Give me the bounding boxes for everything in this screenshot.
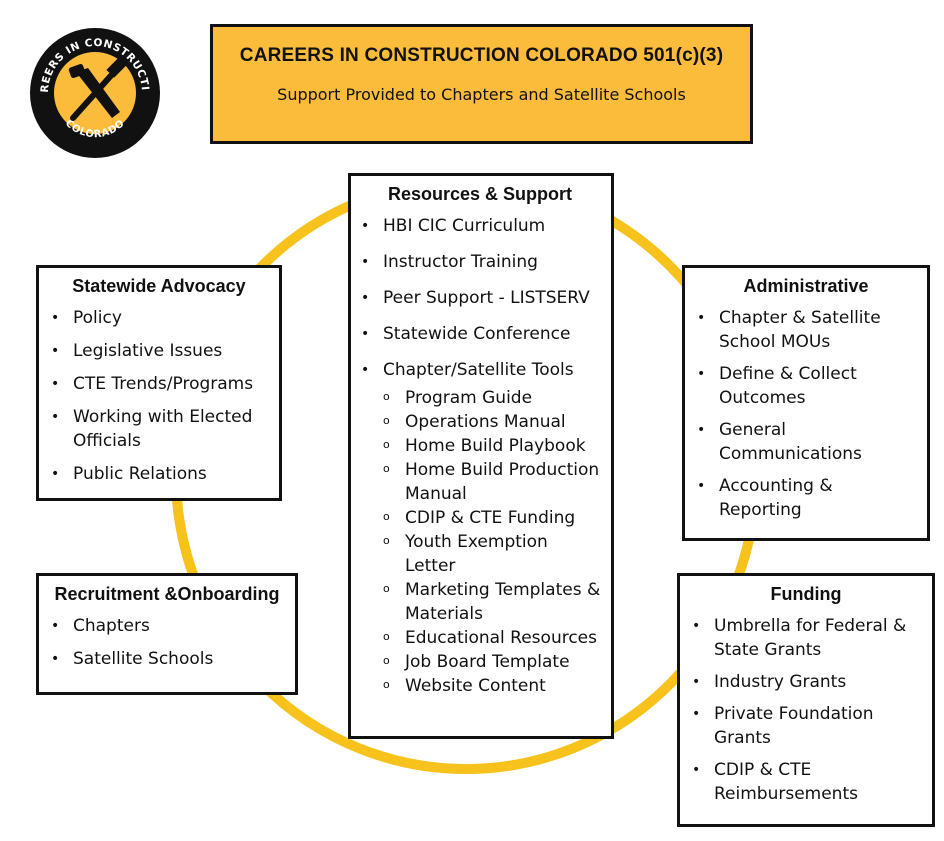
recruitment-onboarding-box: Recruitment &Onboarding Chapters Satelli… [36, 573, 298, 695]
resources-support-box: Resources & Support HBI CIC Curriculum I… [348, 173, 614, 739]
administrative-title: Administrative [743, 276, 869, 296]
sub-list-item: Home Build Playbook [383, 434, 601, 458]
funding-list: Umbrella for Federal & State Grants Indu… [690, 614, 922, 806]
recruitment-onboarding-list: Chapters Satellite Schools [49, 614, 285, 671]
list-item: Policy [49, 306, 269, 330]
list-item: Industry Grants [690, 670, 922, 694]
sub-list-item: CDIP & CTE Funding [383, 506, 601, 530]
list-item: Chapters [49, 614, 285, 638]
recruitment-onboarding-title: Recruitment &Onboarding [54, 584, 280, 604]
funding-box: Funding Umbrella for Federal & State Gra… [677, 573, 935, 827]
list-item: Statewide Conference [359, 322, 601, 346]
title-banner: CAREERS IN CONSTRUCTION COLORADO 501(c)(… [210, 24, 753, 144]
list-item: Peer Support - LISTSERV [359, 286, 601, 310]
list-item: Chapter/Satellite Tools Program Guide Op… [359, 358, 601, 698]
list-item: Chapter & Satellite School MOUs [695, 306, 917, 354]
resources-support-list: HBI CIC Curriculum Instructor Training P… [359, 214, 601, 698]
sub-list-item: Youth Exemption Letter [383, 530, 601, 578]
list-item: Accounting & Reporting [695, 474, 917, 522]
statewide-advocacy-list: Policy Legislative Issues CTE Trends/Pro… [49, 306, 269, 486]
resources-support-title: Resources & Support [387, 184, 573, 204]
list-item: CDIP & CTE Reimbursements [690, 758, 922, 806]
funding-title: Funding [770, 584, 842, 604]
page-subtitle: Support Provided to Chapters and Satelli… [277, 85, 686, 104]
list-item: Working with Elected Officials [49, 405, 269, 453]
administrative-box: Administrative Chapter & Satellite Schoo… [682, 265, 930, 541]
list-item: Private Foundation Grants [690, 702, 922, 750]
careers-in-construction-logo: CAREERS IN CONSTRUCTION COLORADO [28, 26, 160, 158]
hammer-saw-icon [68, 56, 128, 121]
list-item: Instructor Training [359, 250, 601, 274]
list-item: CTE Trends/Programs [49, 372, 269, 396]
sub-list-item: Job Board Template [383, 650, 601, 674]
statewide-advocacy-box: Statewide Advocacy Policy Legislative Is… [36, 265, 282, 501]
sub-list-item: Program Guide [383, 386, 601, 410]
list-item: Legislative Issues [49, 339, 269, 363]
sub-list-item: Marketing Templates & Materials [383, 578, 601, 626]
sub-list-item: Website Content [383, 674, 601, 698]
list-item: Umbrella for Federal & State Grants [690, 614, 922, 662]
list-item: Define & Collect Outcomes [695, 362, 917, 410]
page-title: CAREERS IN CONSTRUCTION COLORADO 501(c)(… [239, 45, 724, 66]
sub-list-item: Home Build Production Manual [383, 458, 601, 506]
sub-list-item: Educational Resources [383, 626, 601, 650]
list-item: Satellite Schools [49, 647, 285, 671]
list-item: Public Relations [49, 462, 269, 486]
statewide-advocacy-title: Statewide Advocacy [72, 276, 246, 296]
list-item: General Communications [695, 418, 917, 466]
sub-list-item: Operations Manual [383, 410, 601, 434]
chapter-satellite-tools-list: Program Guide Operations Manual Home Bui… [383, 386, 601, 698]
list-item: HBI CIC Curriculum [359, 214, 601, 238]
chapter-satellite-tools-label: Chapter/Satellite Tools [383, 359, 574, 380]
administrative-list: Chapter & Satellite School MOUs Define &… [695, 306, 917, 522]
